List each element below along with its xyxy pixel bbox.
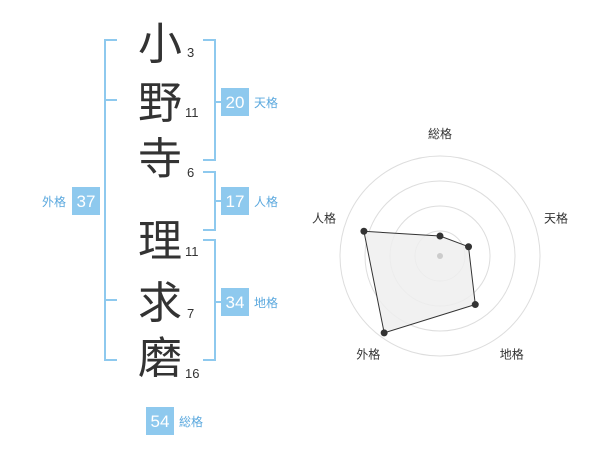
chikaku-value: 34 xyxy=(226,293,245,312)
radar-point xyxy=(360,227,368,235)
gaikaku-badge: 37 外格 xyxy=(42,187,100,215)
tenkaku-bracket xyxy=(203,39,221,161)
radar-point xyxy=(465,243,473,251)
radar-point xyxy=(380,329,388,337)
jinkaku-bracket xyxy=(203,171,221,231)
jinkaku-label: 人格 xyxy=(254,194,278,209)
name-char-1: 小 xyxy=(138,19,182,70)
tenkaku-value: 20 xyxy=(226,93,245,112)
gaikaku-value: 37 xyxy=(77,192,96,211)
soukaku-label: 総格 xyxy=(179,414,203,429)
soukaku-value: 54 xyxy=(151,412,170,431)
radar-point xyxy=(471,301,479,309)
gaikaku-bracket xyxy=(104,39,117,361)
tenkaku-badge: 20 天格 xyxy=(221,88,278,116)
chikaku-bracket xyxy=(203,239,221,361)
stroke-count-3: 6 xyxy=(187,165,194,180)
name-characters: 小 3 野 11 寺 6 理 11 求 7 磨 16 xyxy=(138,19,199,384)
jinkaku-value: 17 xyxy=(226,192,245,211)
radar-ring xyxy=(364,180,516,332)
radar-center xyxy=(437,253,443,259)
radar-axis-label: 人格 xyxy=(312,210,336,225)
radar-axis-label: 外格 xyxy=(356,347,380,362)
gaikaku-label: 外格 xyxy=(42,194,66,209)
chikaku-badge: 34 地格 xyxy=(221,288,278,316)
stroke-count-2: 11 xyxy=(185,105,199,120)
radar-point xyxy=(436,232,444,240)
name-char-4: 理 xyxy=(138,216,182,267)
stroke-count-1: 3 xyxy=(187,45,194,60)
radar-shape xyxy=(363,230,476,334)
name-char-2: 野 xyxy=(138,78,182,129)
radar-ring xyxy=(339,155,541,357)
stroke-count-5: 7 xyxy=(187,306,194,321)
jinkaku-badge: 17 人格 xyxy=(221,187,278,215)
tenkaku-label: 天格 xyxy=(254,95,278,110)
radar-axis-label: 天格 xyxy=(544,210,568,225)
radar-axis-label: 総格 xyxy=(428,126,452,141)
soukaku-badge: 54 総格 xyxy=(146,407,203,435)
stroke-count-6: 16 xyxy=(185,366,199,381)
name-char-6: 磨 xyxy=(138,333,182,384)
radar-points xyxy=(360,227,479,337)
radar-axis-label: 地格 xyxy=(500,347,524,362)
stroke-count-4: 11 xyxy=(185,244,199,259)
name-char-5: 求 xyxy=(138,278,182,329)
chikaku-label: 地格 xyxy=(254,295,278,310)
name-char-3: 寺 xyxy=(138,134,182,185)
